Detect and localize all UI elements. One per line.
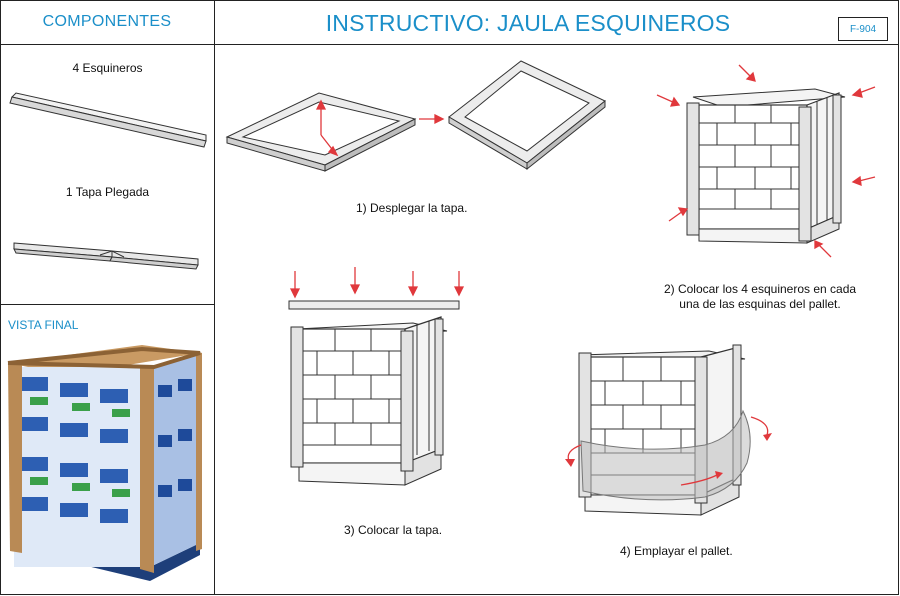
step2-arrows	[656, 64, 876, 258]
page-title: INSTRUCTIVO: JAULA ESQUINEROS	[325, 10, 731, 36]
step2-label-line2: una de las esquinas del pallet.	[679, 297, 841, 311]
final-pallet-photo	[7, 345, 202, 581]
step4-label: 4) Emplayar el pallet.	[620, 544, 733, 558]
form-code-badge: F-904	[838, 17, 888, 41]
step3-arrows	[289, 267, 465, 299]
components-header: COMPONENTES	[0, 0, 215, 45]
step3-illustration	[288, 300, 460, 486]
step2-label: 2) Colocar los 4 esquineros en cada una …	[640, 282, 880, 312]
components-panel: 4 Esquineros 1 Tapa Plegada	[0, 45, 215, 305]
final-view-title: VISTA FINAL	[8, 318, 79, 332]
components-title: COMPONENTES	[42, 13, 172, 30]
step1-label: 1) Desplegar la tapa.	[356, 201, 468, 215]
step3-label: 3) Colocar la tapa.	[344, 523, 443, 537]
step2-illustration	[686, 88, 846, 244]
corner-profile-illustration	[9, 92, 207, 148]
main-header: INSTRUCTIVO: JAULA ESQUINEROS F-904	[215, 0, 899, 45]
step2-label-line1: 2) Colocar los 4 esquineros en cada	[663, 282, 857, 296]
step4-illustration	[578, 344, 751, 516]
folded-lid-illustration	[13, 242, 199, 270]
corners-label: 4 Esquineros	[72, 61, 143, 75]
step4-arrows	[565, 416, 772, 486]
final-view-panel: VISTA FINAL	[0, 305, 215, 595]
lid-label: 1 Tapa Plegada	[65, 185, 150, 199]
step1-arrows	[315, 99, 445, 157]
